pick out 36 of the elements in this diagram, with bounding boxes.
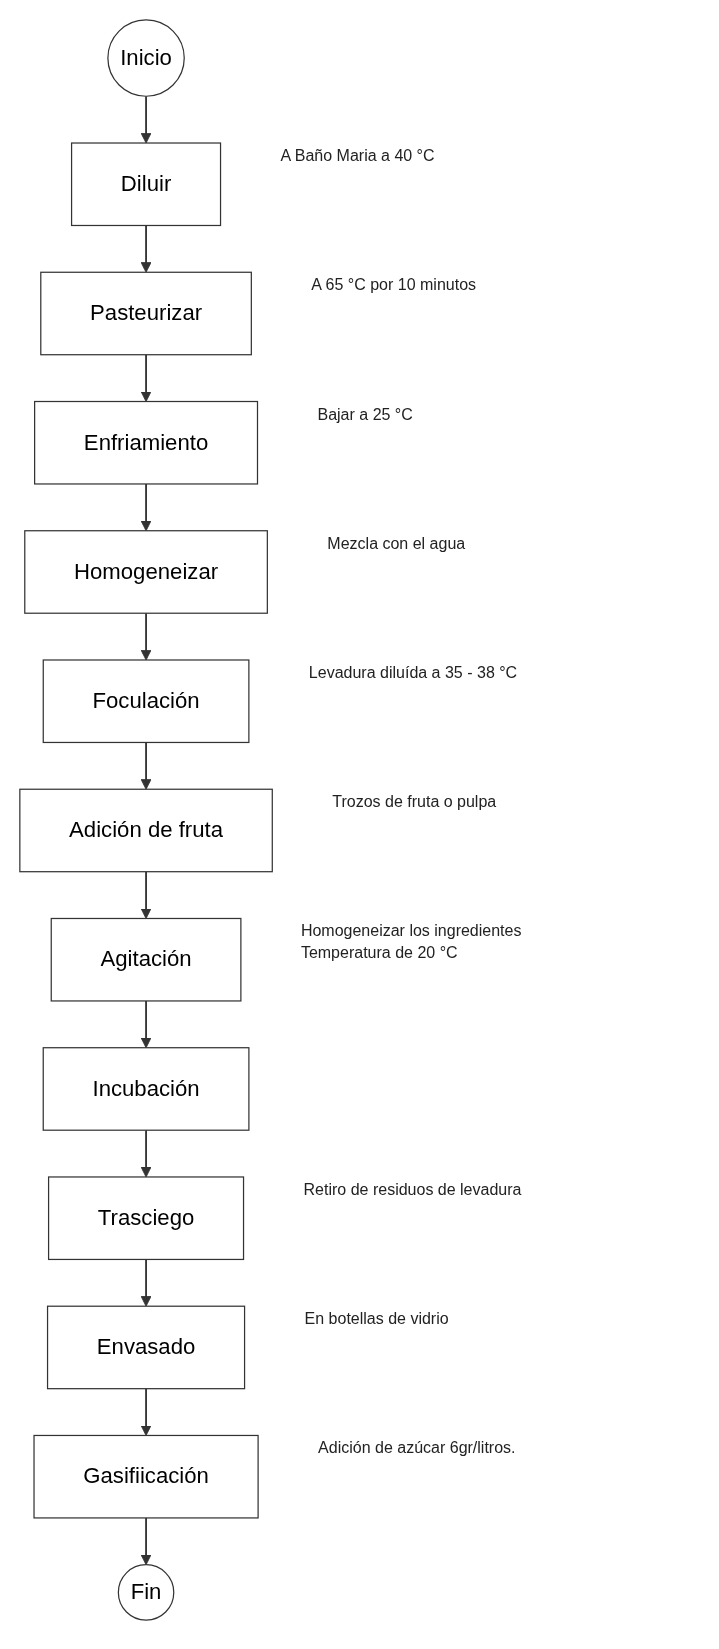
arrow — [140, 1258, 152, 1307]
arrow — [140, 224, 152, 273]
node-box: Foculación — [42, 659, 250, 744]
node-circle: Fin — [117, 1564, 175, 1621]
node-box: Enfriamiento — [34, 400, 259, 485]
node-box: Diluir — [70, 142, 222, 227]
arrow — [140, 741, 152, 790]
node-box: Envasado — [46, 1305, 246, 1390]
arrow — [140, 1129, 152, 1178]
node-box: Homogeneizar — [24, 530, 268, 614]
step-note: A Baño Maria a 40 °C — [280, 147, 435, 165]
arrow — [140, 95, 152, 144]
arrow — [140, 1517, 152, 1566]
step-note: Levadura diluída a 35 - 38 °C — [308, 664, 518, 682]
step-note: Trozos de fruta o pulpa — [332, 793, 497, 812]
arrow — [140, 870, 152, 919]
node-box: Trasciego — [47, 1176, 245, 1261]
node-box: Pasteurizar — [40, 271, 252, 356]
step-note: Retiro de residuos de levadura — [303, 1180, 522, 1199]
arrow — [140, 1387, 152, 1436]
step-note: Bajar a 25 °C — [317, 405, 413, 424]
step-note: Adición de azúcar 6gr/litros. — [318, 1439, 516, 1458]
step-note: En botellas de vidrio — [304, 1310, 449, 1329]
node-circle: Inicio — [107, 19, 185, 97]
node-box: Agitación — [50, 917, 242, 1002]
node-box: Incubación — [42, 1047, 250, 1131]
node-box: Adición de fruta — [19, 788, 273, 873]
step-note: Homogeneizar los ingredientes — [300, 922, 522, 941]
step-note: A 65 °C por 10 minutos — [311, 276, 477, 295]
arrow — [140, 483, 152, 532]
arrow — [140, 353, 152, 402]
arrow — [140, 612, 152, 661]
node-box: Gasifiicación — [33, 1434, 259, 1519]
step-note: Temperatura de 20 °C — [300, 944, 458, 963]
arrow — [140, 1000, 152, 1049]
step-note: Mezcla con el agua — [327, 534, 466, 553]
